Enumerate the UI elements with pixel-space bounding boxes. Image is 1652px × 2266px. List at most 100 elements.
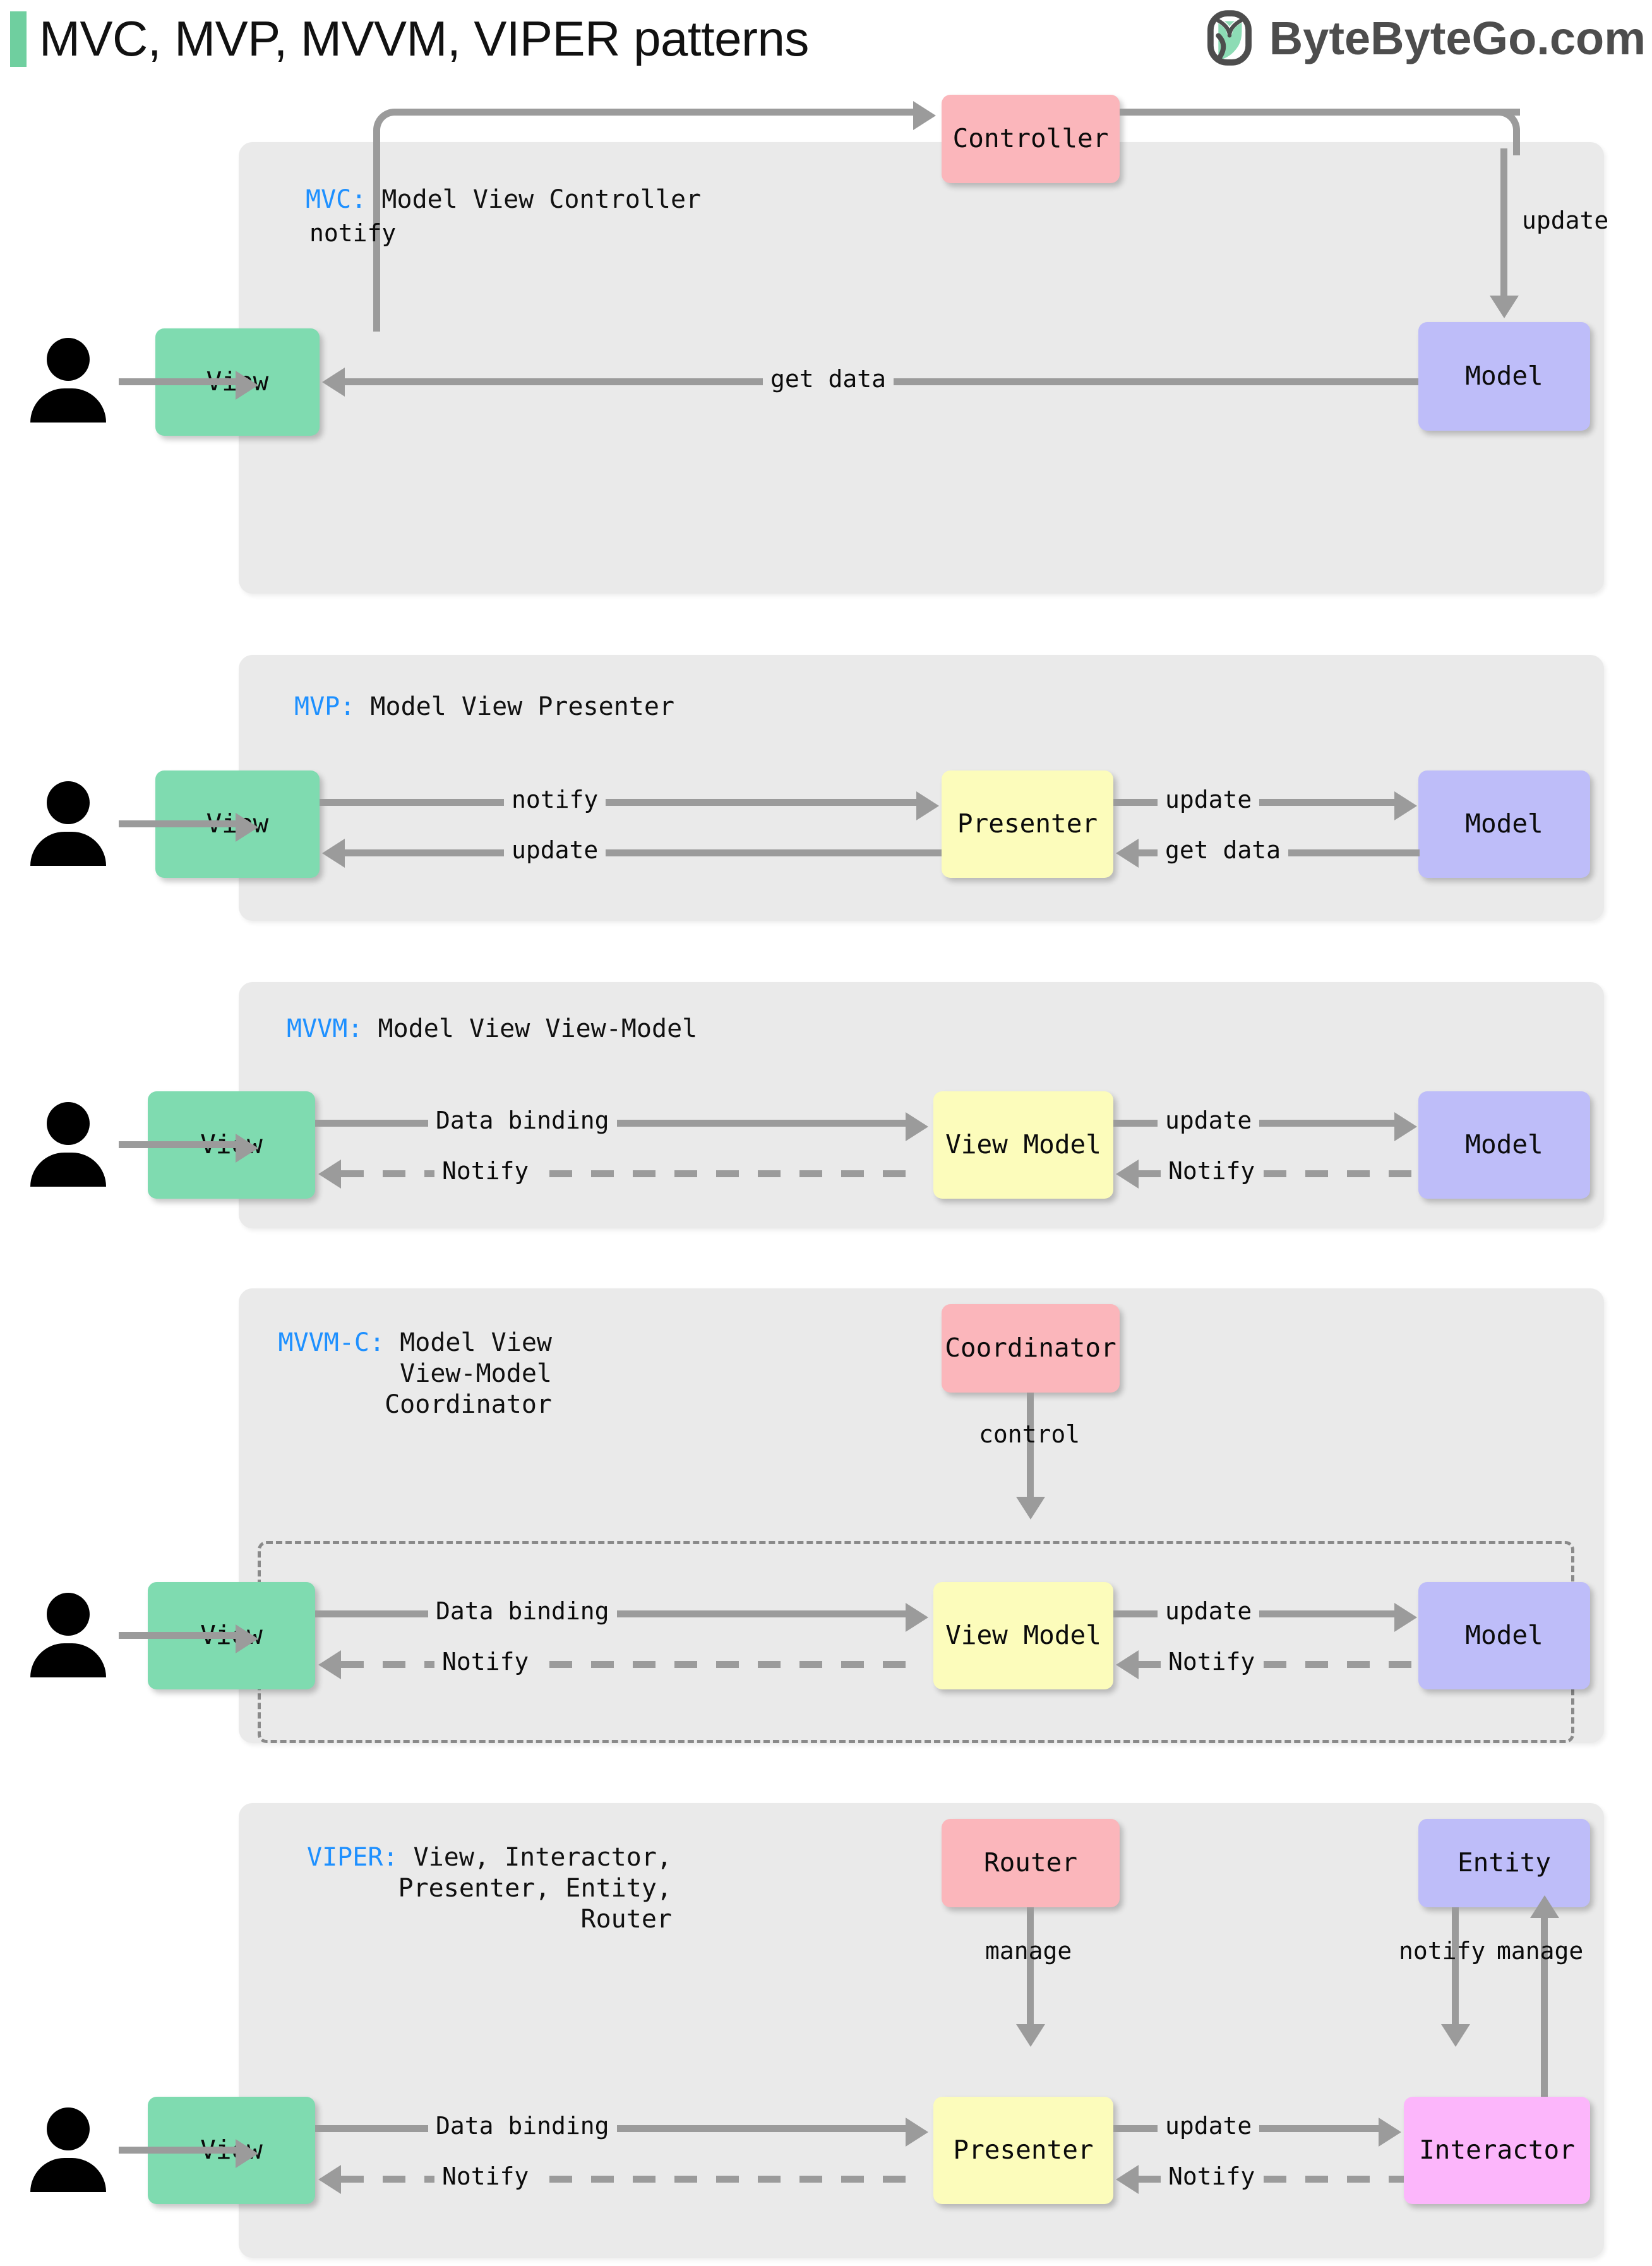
section-title-mvc: MVC: Model View Controller — [306, 184, 701, 215]
section-label-mvc: Model View Controller — [366, 185, 702, 214]
person-icon-body — [30, 388, 106, 423]
node-router[interactable]: Router — [942, 1819, 1120, 1907]
section-panel-mvp: MVP: Model View Presenter View Presenter… — [30, 655, 1604, 921]
edge-notify-corner — [373, 109, 420, 155]
edge-label-notify2-mvvmc: Notify — [1161, 1650, 1263, 1674]
person-icon-head — [47, 1593, 90, 1636]
person-icon-body — [30, 2158, 106, 2192]
edge-notify-dashed-viper — [341, 2176, 906, 2183]
node-model-mvp[interactable]: Model — [1418, 770, 1590, 878]
node-entity[interactable]: Entity — [1418, 1819, 1590, 1907]
edge-label-manage-entity: manage — [1497, 1937, 1584, 1965]
section-key-mvvmc: MVVM-C: — [278, 1328, 385, 1357]
edge-label-notify-viper: Notify — [434, 2164, 537, 2188]
node-model-mvvm[interactable]: Model — [1418, 1091, 1590, 1199]
node-viewmodel-mvvmc[interactable]: View Model — [933, 1582, 1113, 1689]
node-viewmodel-mvvm[interactable]: View Model — [933, 1091, 1113, 1199]
actor-edge-mvvm — [119, 1141, 239, 1148]
actor-user-mvvmc — [30, 1593, 106, 1677]
edge-label-update-back-mvp: update — [504, 838, 606, 862]
edge-notify-line-mvp — [320, 799, 916, 806]
edge-update-corner — [1473, 109, 1520, 155]
actor-edge-arrowhead-viper — [236, 2139, 258, 2168]
edge-label-notify-mvvmc: Notify — [434, 1650, 537, 1674]
edge-label-databinding-mvvmc: Data binding — [428, 1599, 617, 1623]
edge-notify2-dashed-mvvm — [1139, 1170, 1420, 1177]
edge-manage-arrowhead-router — [1016, 2024, 1045, 2047]
actor-edge-arrowhead-mvc — [236, 371, 258, 400]
node-presenter-mvp[interactable]: Presenter — [942, 770, 1113, 878]
edge-notify2-arrowhead-mvvmc — [1116, 1650, 1139, 1679]
edge-notify-arrowhead-mvp — [916, 791, 939, 820]
person-icon-head — [47, 781, 90, 824]
edge-label-notify-mvp: notify — [504, 788, 606, 812]
edge-control-line — [1027, 1393, 1034, 1500]
edge-notify-horizontal — [416, 109, 914, 116]
brand-name: ByteByteGo.com — [1269, 11, 1646, 64]
edge-label-control: control — [979, 1420, 1080, 1448]
edge-label-update-mvvm: update — [1158, 1108, 1260, 1132]
actor-edge-mvvmc — [119, 1632, 239, 1639]
edge-notify-line-entity — [1452, 1907, 1459, 2027]
edge-databinding-arrowhead-mvvm — [906, 1112, 928, 1141]
actor-edge-mvp — [119, 820, 239, 827]
person-icon-body — [30, 1643, 106, 1677]
edge-manage-arrowhead-entity — [1530, 1895, 1559, 1918]
edge-label-notify-mvvm: Notify — [434, 1159, 537, 1183]
edge-getdata-arrowhead-mvp — [1116, 839, 1139, 868]
edge-label-notify-entity: notify — [1399, 1937, 1486, 1965]
actor-user-mvvm — [30, 1102, 106, 1187]
actor-user-mvc — [30, 338, 106, 423]
node-coordinator[interactable]: Coordinator — [942, 1304, 1120, 1393]
edge-getdata-arrowhead — [322, 368, 345, 397]
edge-label-update-mvp: update — [1158, 788, 1260, 812]
edge-notify-arrowhead-viper — [318, 2165, 341, 2194]
title-accent-bar — [10, 11, 27, 67]
node-model-mvvmc[interactable]: Model — [1418, 1582, 1590, 1689]
section-key-mvvm: MVVM: — [287, 1014, 363, 1043]
edge-update-arrowhead-mvvm — [1394, 1112, 1417, 1141]
person-icon-head — [47, 338, 90, 381]
edge-notify-arrowhead-mvvmc — [318, 1650, 341, 1679]
edge-update-arrowhead-mvp — [1394, 791, 1417, 820]
node-presenter-viper[interactable]: Presenter — [933, 2097, 1113, 2204]
edge-update-back-line-mvp — [345, 849, 942, 856]
edge-manage-line-router — [1027, 1907, 1034, 2027]
person-icon-head — [47, 1102, 90, 1145]
edge-update-horizontal — [1120, 109, 1520, 116]
section-title-mvvmc: MVVM-C: Model View View-Model Coordinato… — [255, 1328, 552, 1420]
edge-notify-dashed-mvvm — [341, 1170, 906, 1177]
actor-edge-mvc — [119, 378, 239, 385]
section-label-mvp: Model View Presenter — [355, 692, 675, 721]
edge-notify-arrowhead — [913, 101, 936, 130]
edge-label-notify2-viper: Notify — [1161, 2164, 1263, 2188]
edge-notify-arrowhead-entity — [1441, 2024, 1470, 2047]
section-panel-viper: VIPER: View, Interactor, Presenter, Enti… — [30, 1803, 1604, 2258]
edge-notify2-dashed-mvvmc — [1139, 1661, 1420, 1668]
edge-label-notify2-mvvm: Notify — [1161, 1159, 1263, 1183]
edge-label-getdata: get data — [763, 367, 894, 391]
section-panel-mvc: MVC: Model View Controller Controller Vi… — [30, 95, 1608, 594]
node-controller[interactable]: Controller — [942, 95, 1120, 183]
edge-label-update-viper: update — [1158, 2114, 1260, 2138]
node-interactor-viper[interactable]: Interactor — [1404, 2097, 1590, 2204]
brand-logo-group: ByteByteGo.com — [1201, 9, 1646, 67]
person-icon-body — [30, 1153, 106, 1187]
section-title-mvvm: MVVM: Model View View-Model — [287, 1014, 697, 1045]
node-model[interactable]: Model — [1418, 322, 1590, 431]
edge-databinding-arrowhead-viper — [906, 2118, 928, 2147]
edge-notify2-arrowhead-mvvm — [1116, 1160, 1139, 1189]
actor-edge-arrowhead-mvvmc — [236, 1624, 258, 1653]
edge-label-update-mvvmc: update — [1158, 1599, 1260, 1623]
edge-label-databinding-viper: Data binding — [428, 2114, 617, 2138]
section-key-viper: VIPER: — [307, 1843, 398, 1872]
page-header: MVC, MVP, MVVM, VIPER patterns ByteByteG… — [0, 0, 1652, 95]
edge-update-arrowhead-mvvmc — [1394, 1603, 1417, 1632]
section-key-mvc: MVC: — [306, 185, 367, 214]
section-panel-mvvm: MVVM: Model View View-Model View View Mo… — [30, 982, 1604, 1228]
section-label-mvvm: Model View View-Model — [362, 1014, 698, 1043]
edge-manage-line-entity — [1541, 1917, 1548, 2100]
edge-notify2-dashed-viper — [1139, 2176, 1404, 2183]
actor-edge-viper — [119, 2147, 239, 2154]
person-icon-body — [30, 832, 106, 866]
